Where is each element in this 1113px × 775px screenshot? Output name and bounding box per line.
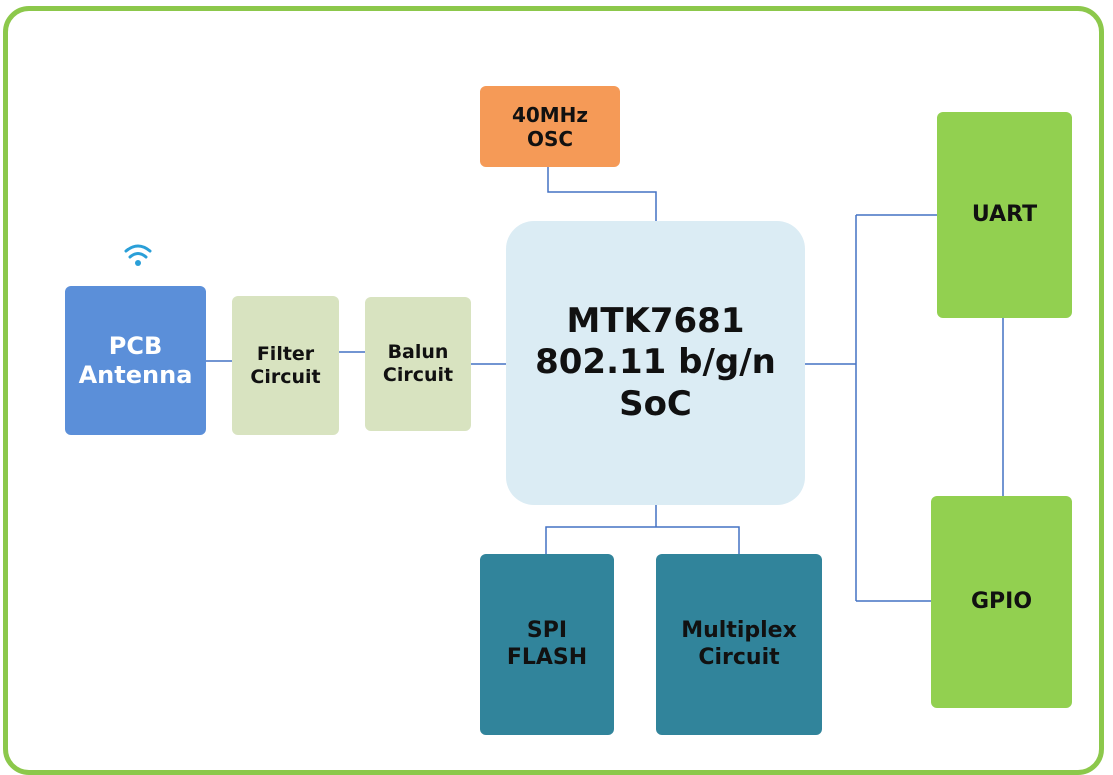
uart-block: UART [937,112,1072,318]
soc-block: MTK7681 802.11 b/g/n SoC [506,221,805,505]
gpio-block: GPIO [931,496,1072,708]
balun-circuit-block: Balun Circuit [365,297,471,431]
osc-block: 40MHz OSC [480,86,620,167]
wifi-icon [124,244,152,266]
filter-circuit-label: Filter Circuit [250,342,321,388]
wire-osc-soc [547,167,657,221]
spi-flash-label: SPI FLASH [506,618,588,670]
gpio-label: GPIO [970,588,1033,614]
multiplex-circuit-label: Multiplex Circuit [681,618,797,670]
soc-label: MTK7681 802.11 b/g/n SoC [535,300,776,424]
pcb-antenna-label: PCB Antenna [78,331,193,389]
pcb-antenna-block: PCB Antenna [65,286,206,435]
balun-circuit-label: Balun Circuit [382,341,454,386]
filter-circuit-block: Filter Circuit [232,296,339,435]
multiplex-circuit-block: Multiplex Circuit [656,554,822,735]
osc-label: 40MHz OSC [511,102,589,151]
spi-flash-block: SPI FLASH [480,554,614,735]
uart-label: UART [971,201,1038,227]
wire-soc-memory [545,505,740,554]
